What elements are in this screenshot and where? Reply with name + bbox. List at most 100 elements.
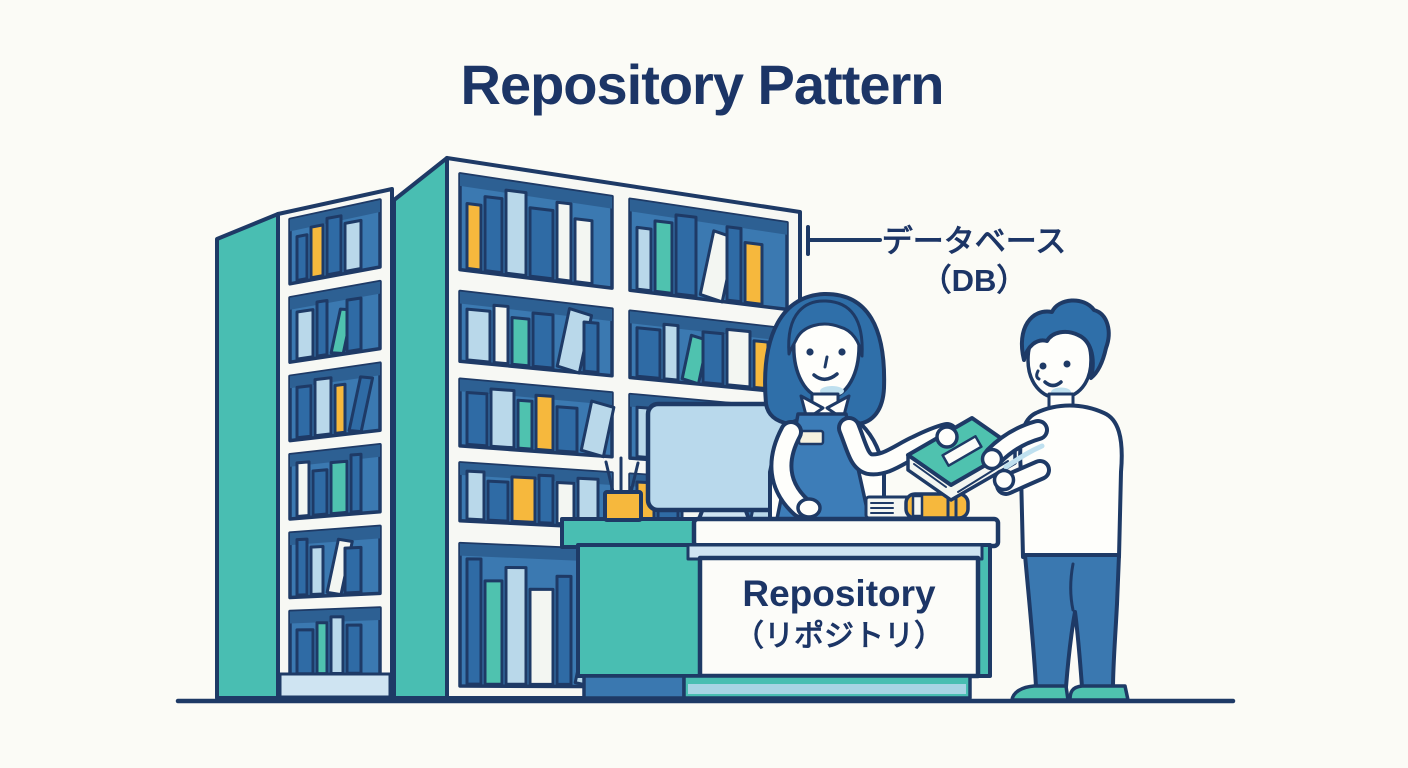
book-spine [343, 545, 363, 595]
book-spine [635, 225, 653, 293]
book-spine [489, 387, 516, 450]
book-spine [309, 545, 325, 596]
book-spine [483, 195, 504, 275]
customer-hand-lower [992, 468, 1016, 492]
hands-on-book [935, 425, 1016, 492]
librarian-mouth [812, 372, 839, 381]
book-spine [531, 311, 555, 370]
book-spine [674, 213, 698, 298]
book-spine [582, 320, 600, 374]
book-spine [701, 330, 725, 386]
book-spine [349, 452, 363, 514]
handed-book-label [941, 435, 983, 467]
book-spine [579, 399, 616, 459]
librarian-right-hand [935, 425, 959, 449]
book-page-line [913, 463, 947, 488]
counter-book-yellow-band [911, 494, 924, 518]
bookshelf-right-side [392, 156, 449, 700]
book-spine [635, 326, 662, 380]
book-spine [555, 405, 579, 454]
book-spine [534, 393, 555, 453]
book-spine [345, 623, 363, 675]
librarian-eye-right [838, 348, 846, 356]
shelf-inner-shadow [460, 462, 612, 485]
shelf-inner-shadow [460, 173, 612, 209]
book-spine [504, 188, 528, 278]
counter-back-ledge [560, 517, 699, 549]
shelf-inner-shadow [630, 199, 787, 235]
book-spine [465, 307, 492, 364]
book-spine [653, 219, 674, 295]
book-spine [295, 628, 315, 676]
book-spine [313, 376, 333, 438]
book-spine [528, 206, 555, 281]
book-spine [516, 398, 534, 451]
customer-hand-upper [980, 447, 1004, 471]
counter-base-stripe [688, 684, 966, 694]
customer-eye-left [1039, 362, 1047, 370]
bookshelf-left-baseboard [278, 672, 392, 699]
book-spine [504, 566, 528, 686]
book-spine [465, 391, 489, 448]
book-spine [465, 469, 486, 522]
bookshelf-right-left-column [458, 172, 619, 689]
book-spine [329, 615, 345, 675]
db-label-line2: （DB） [921, 263, 1028, 298]
counter-sign-panel [697, 555, 981, 679]
shelf-inner-shadow [460, 543, 612, 563]
customer-pants-crease [1069, 562, 1075, 612]
book-spine [333, 382, 347, 435]
shelf-inner-shadow [290, 526, 380, 546]
book-spine [329, 459, 349, 516]
pencil-icon [629, 461, 640, 494]
librarian-hair-fringe [787, 299, 864, 358]
librarian-eye-left [806, 348, 814, 356]
book-spine [725, 225, 743, 304]
customer-mouth [1043, 380, 1063, 388]
book-spine [492, 303, 510, 366]
book-spine [309, 223, 325, 280]
customer-hair [1020, 298, 1111, 380]
shelf-inner-shadow [290, 444, 380, 467]
counter: Repository （リポジトリ） [560, 456, 1001, 700]
page-title: Repository Pattern [461, 53, 944, 116]
book-spine [347, 375, 375, 434]
book-spine [725, 327, 752, 389]
bookshelf-left-side [215, 212, 280, 700]
book-spine [465, 202, 483, 272]
librarian-nose [823, 355, 829, 369]
book-spine [345, 296, 363, 354]
bookshelf-left [215, 187, 394, 700]
customer-arm-shadow [1003, 443, 1045, 470]
book-spine [483, 579, 504, 686]
book-spine [743, 241, 764, 306]
book-spine [343, 218, 363, 273]
shelf-inner-shadow [290, 281, 380, 310]
pencil-cup-body [603, 490, 643, 522]
book-spine [555, 574, 573, 686]
counter-top [691, 516, 1001, 549]
customer-nose [1035, 369, 1041, 381]
customer-eye-right [1063, 360, 1071, 368]
book-spine [555, 200, 573, 283]
pencil-cup [603, 456, 643, 522]
librarian-left-hand [796, 497, 822, 519]
book-spine [528, 587, 555, 686]
book-spine [510, 316, 531, 368]
repository-label-line1: Repository [742, 573, 936, 614]
librarian-left-arm [773, 424, 809, 515]
db-callout: データベース （DB） [806, 224, 1066, 298]
book-spine [295, 460, 311, 518]
shelf-inner-shadow [460, 379, 612, 405]
pencil-icon [604, 460, 615, 494]
book-spine [315, 299, 329, 358]
book-spine [537, 473, 555, 525]
customer-shoe-right [1068, 684, 1130, 702]
bookshelf-left-shelves [288, 198, 382, 678]
book-spine [295, 308, 315, 361]
counter-base-left [582, 674, 686, 700]
customer-shoe-left [1010, 684, 1070, 702]
book-spine [295, 233, 309, 282]
